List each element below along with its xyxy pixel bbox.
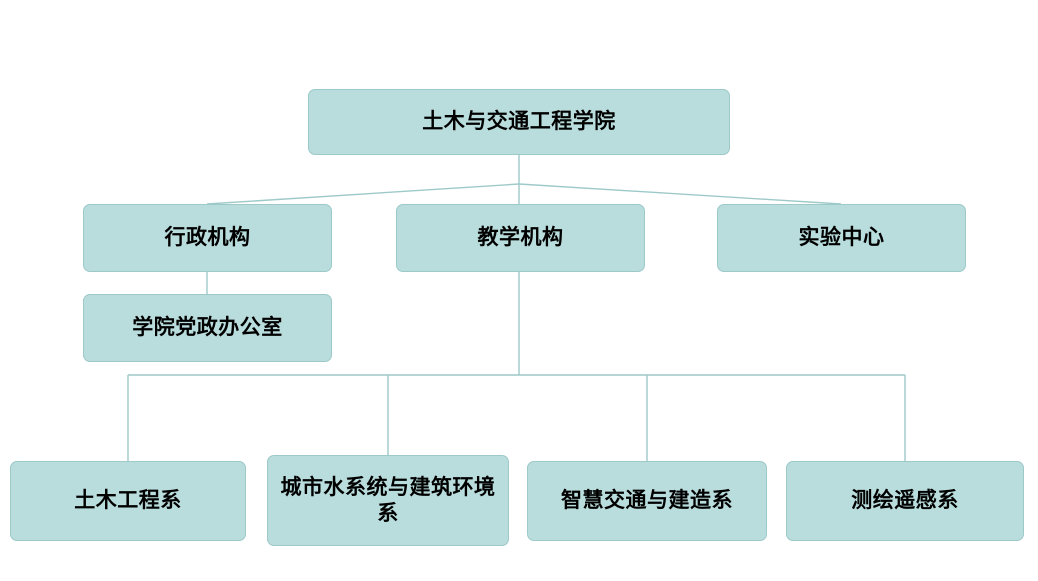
node-root-label: 土木与交通工程学院 — [422, 109, 616, 134]
node-dept-civil-engineering-label: 土木工程系 — [74, 488, 182, 513]
node-administrative-org[interactable]: 行政机构 — [83, 204, 332, 272]
node-experiment-center-label: 实验中心 — [798, 225, 885, 250]
node-party-admin-office-label: 学院党政办公室 — [132, 315, 283, 340]
node-dept-smart-transport-construction[interactable]: 智慧交通与建造系 — [527, 461, 767, 541]
node-dept-urban-water-building-env[interactable]: 城市水系统与建筑环境系 — [267, 455, 509, 546]
node-dept-smart-transport-construction-label: 智慧交通与建造系 — [561, 488, 733, 513]
node-dept-surveying-remote-sensing[interactable]: 测绘遥感系 — [786, 461, 1024, 541]
node-experiment-center[interactable]: 实验中心 — [717, 204, 966, 272]
node-party-admin-office[interactable]: 学院党政办公室 — [83, 294, 332, 362]
node-dept-surveying-remote-sensing-label: 测绘遥感系 — [851, 488, 959, 513]
node-dept-urban-water-building-env-label: 城市水系统与建筑环境系 — [280, 474, 496, 525]
node-teaching-org-label: 教学机构 — [477, 225, 564, 250]
node-teaching-org[interactable]: 教学机构 — [396, 204, 645, 272]
node-dept-civil-engineering[interactable]: 土木工程系 — [10, 461, 246, 541]
node-administrative-org-label: 行政机构 — [164, 225, 251, 250]
node-root-college[interactable]: 土木与交通工程学院 — [308, 89, 730, 155]
